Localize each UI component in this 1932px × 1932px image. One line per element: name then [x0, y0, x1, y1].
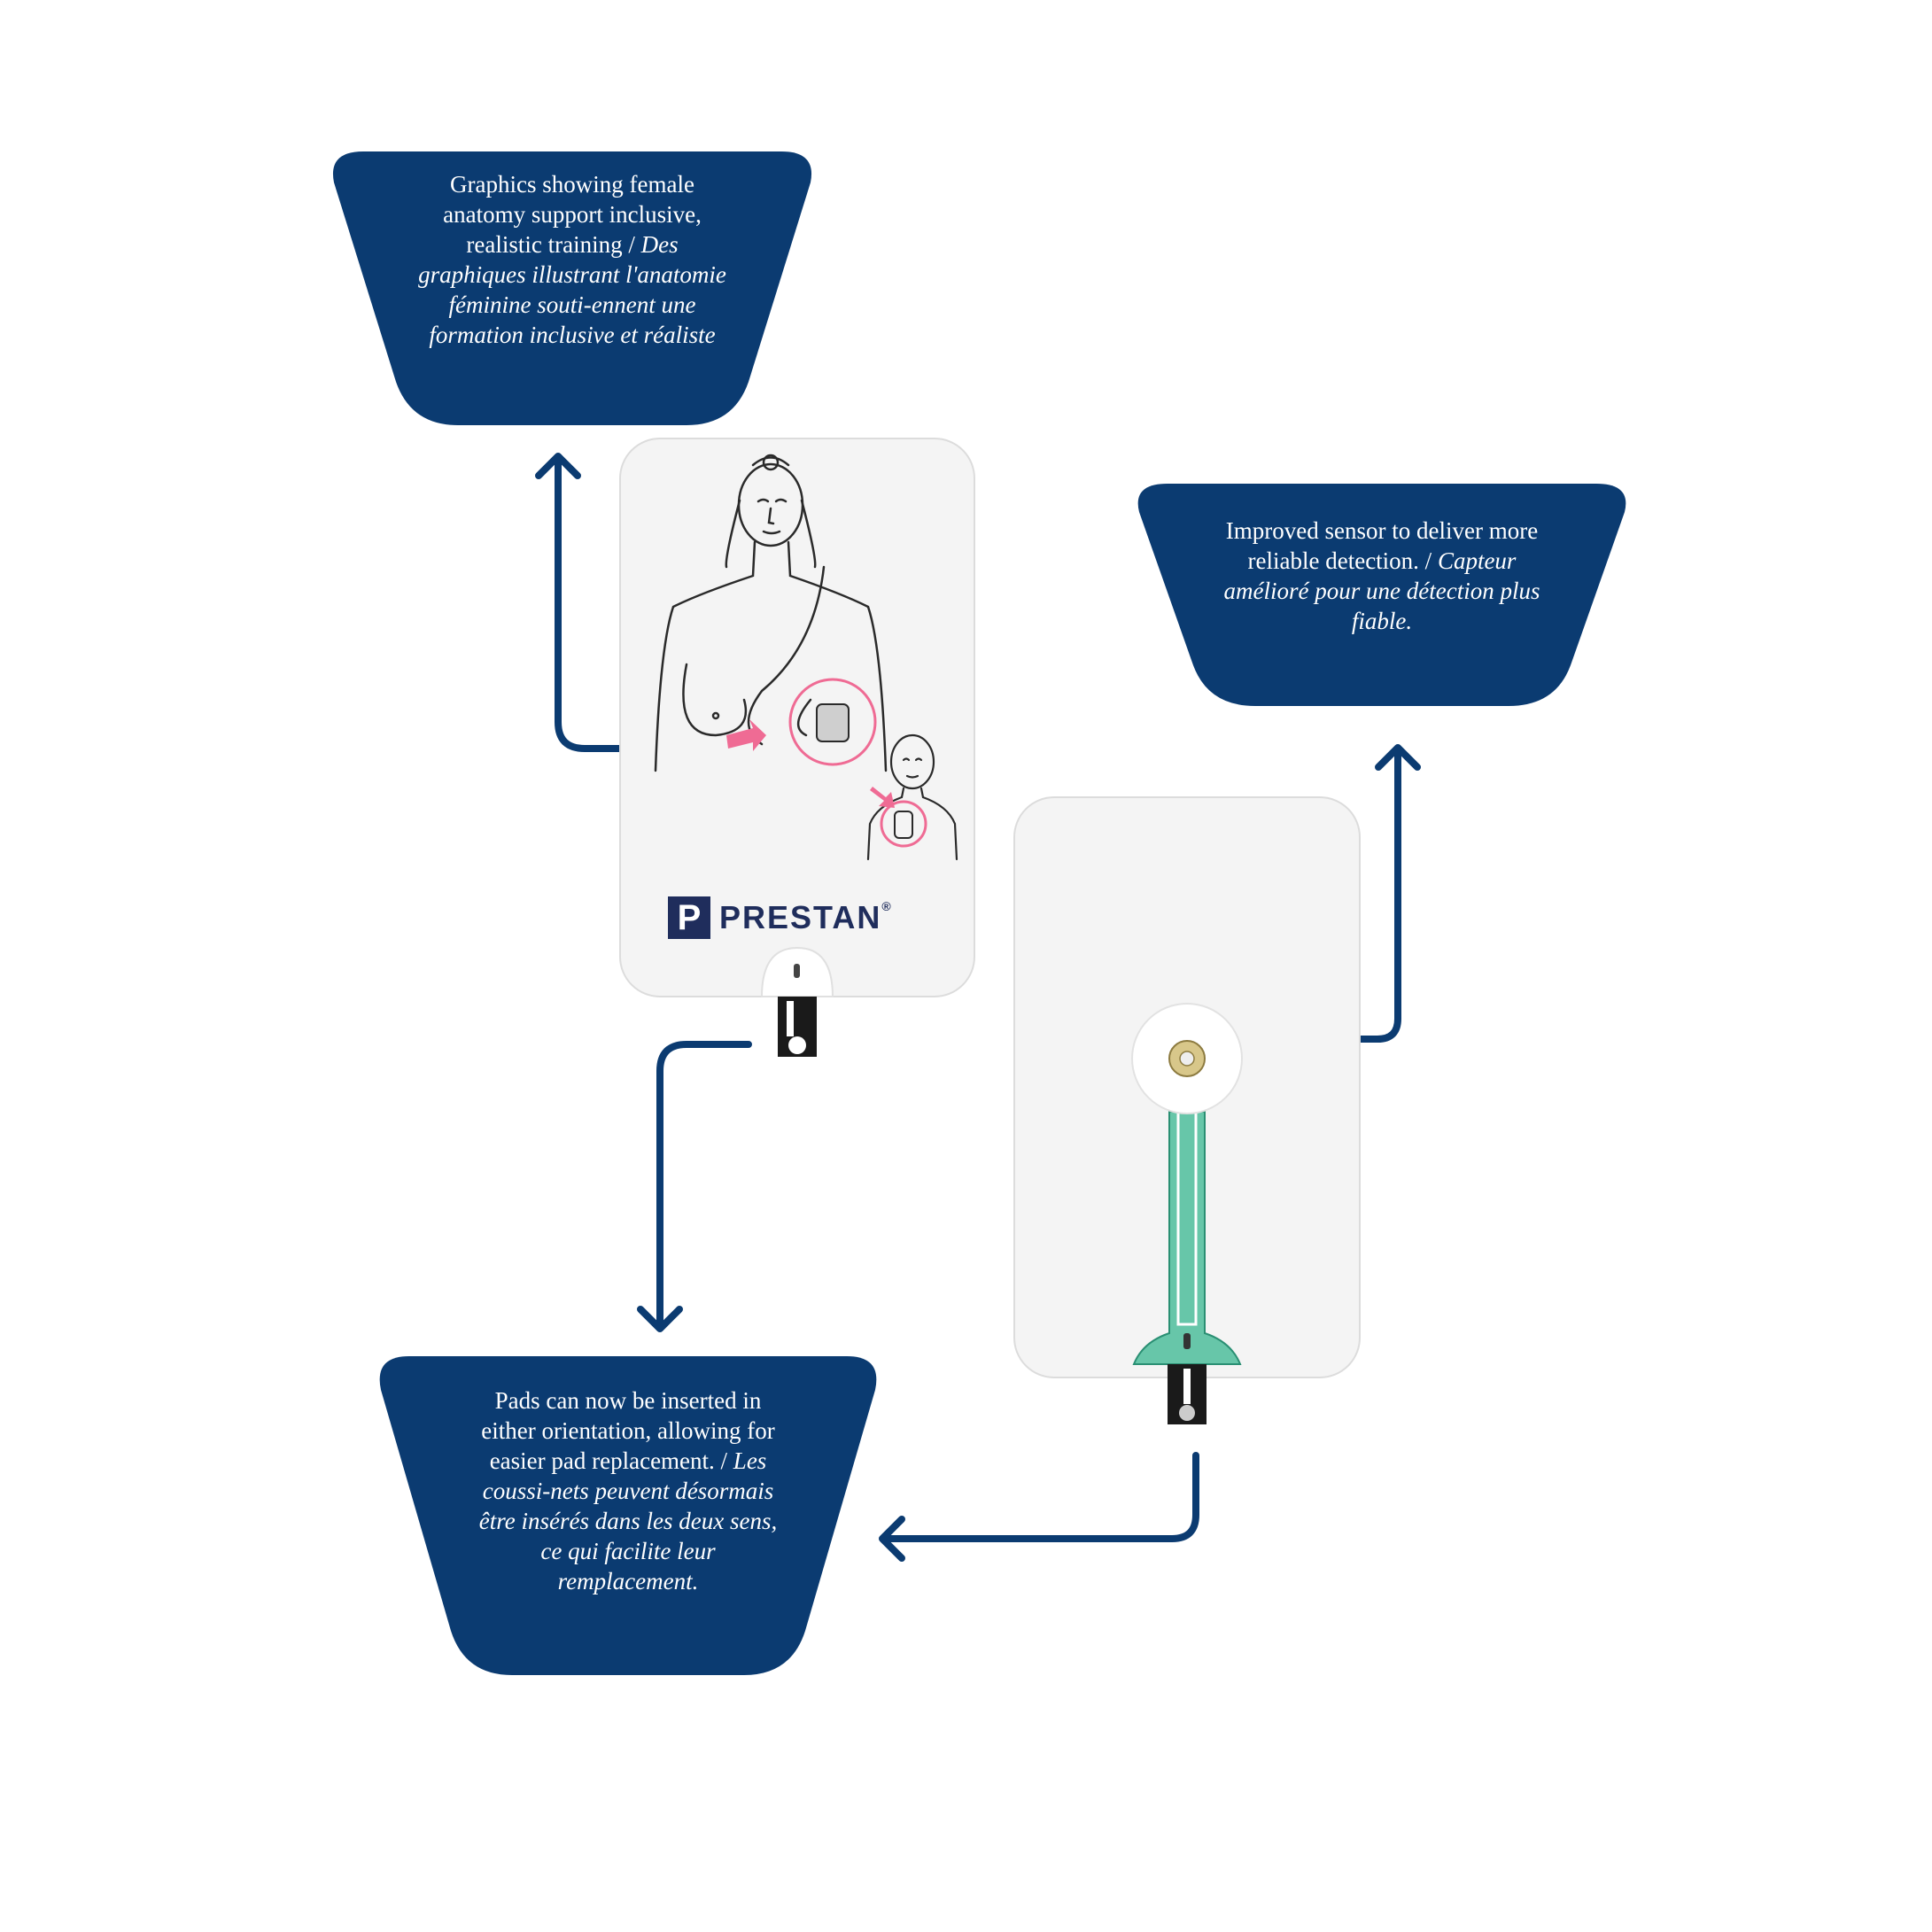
orientation-text-fr: Les coussi-nets peuvent désormais être i…	[478, 1447, 778, 1594]
brand-name: PRESTAN	[719, 899, 882, 935]
orientation-arrow-line	[656, 1041, 752, 1328]
logo-wordmark: PRESTAN®	[719, 899, 893, 936]
connector-arrow-line	[882, 1452, 1199, 1542]
anatomy-arrow-line	[555, 457, 652, 752]
callout-shape	[332, 151, 812, 425]
sensor-icon	[1131, 1003, 1243, 1114]
up-arrow-icon	[535, 453, 581, 479]
callout-shape	[379, 1356, 877, 1675]
sensor-text-en: Improved sensor to deliver more reliable…	[1225, 517, 1539, 574]
back-pad-graphic	[1013, 796, 1361, 1424]
anatomy-callout-text: Graphics showing female anatomy support …	[412, 169, 733, 350]
orientation-text-en: Pads can now be inserted in either orien…	[481, 1387, 775, 1474]
anatomy-text-fr: Des graphiques illustrant l'anatomie fém…	[418, 231, 726, 348]
orientation-callout: Pads can now be inserted in either orien…	[374, 1356, 882, 1675]
sensor-callout: Improved sensor to deliver more reliable…	[1132, 484, 1632, 706]
prestan-logo: P PRESTAN®	[668, 896, 893, 939]
child-figure	[866, 733, 958, 861]
anatomy-text-en: Graphics showing female anatomy support …	[443, 171, 702, 258]
up-arrow-icon	[1375, 744, 1421, 771]
front-training-pad	[611, 434, 983, 1072]
sensor-text-fr: Capteur amélioré pour une détection plus…	[1223, 547, 1540, 634]
registered-mark: ®	[881, 899, 893, 913]
sensor-arrow-line	[1263, 748, 1401, 1043]
anatomy-callout: Graphics showing female anatomy support …	[328, 151, 817, 425]
woman-figure	[654, 454, 888, 772]
logo-mark: P	[668, 896, 710, 939]
down-arrow-icon	[637, 1306, 683, 1332]
sensor-callout-text: Improved sensor to deliver more reliable…	[1214, 516, 1550, 636]
back-training-pad	[1010, 793, 1364, 1448]
callout-shape	[1137, 484, 1626, 706]
left-arrow-icon	[879, 1516, 905, 1562]
orientation-callout-text: Pads can now be inserted in either orien…	[469, 1385, 788, 1596]
front-pad-graphic	[619, 438, 975, 1057]
